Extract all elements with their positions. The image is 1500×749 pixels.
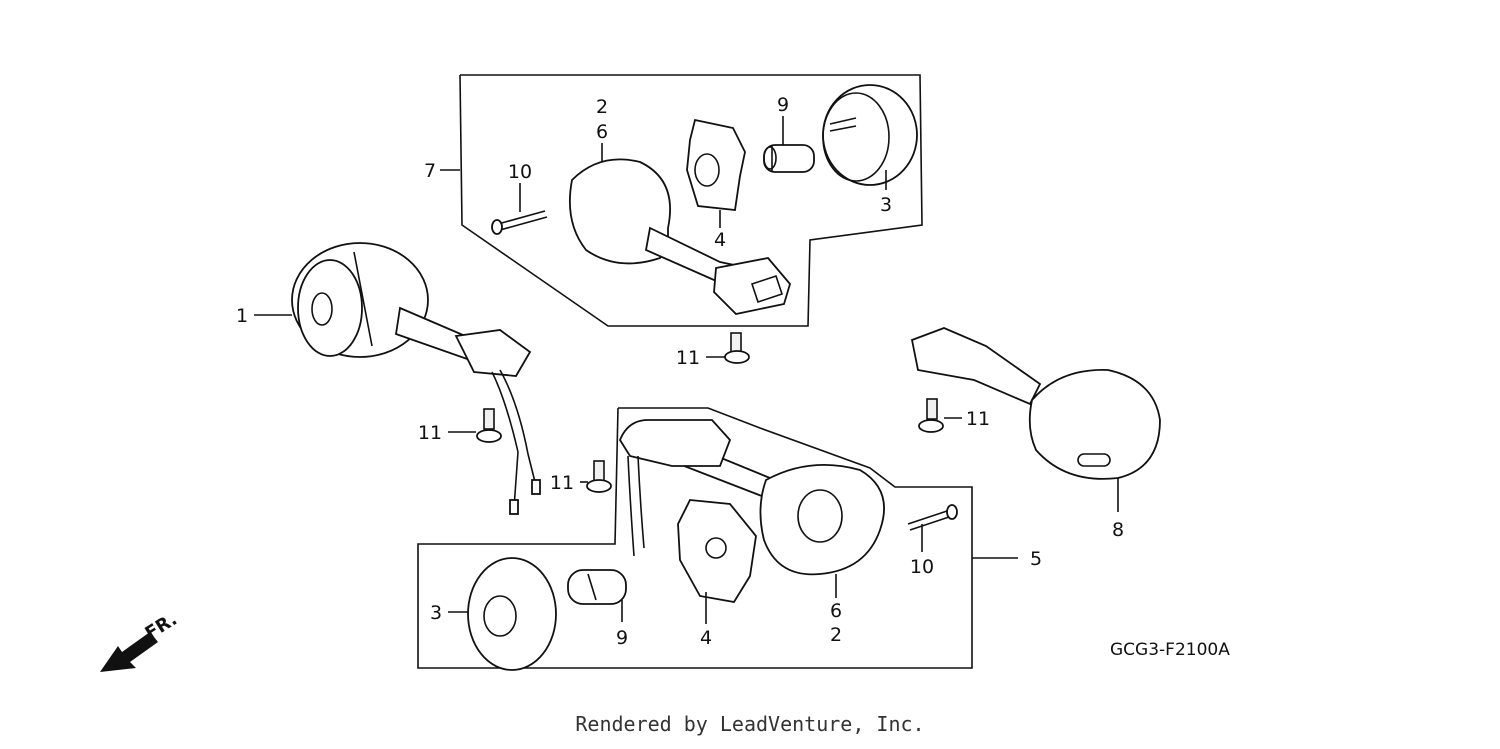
callout-8: 8 [1112, 519, 1124, 541]
diagram-code: GCG3-F2100A [1110, 640, 1230, 660]
callout-10-top: 10 [508, 161, 532, 183]
callout-11-left: 11 [418, 422, 442, 444]
callout-4-bottom: 4 [700, 627, 712, 649]
callout-2-top: 2 [596, 96, 608, 118]
bottom-turn-signal-assembly [467, 419, 958, 671]
screw-11-mid [724, 332, 750, 364]
screw-11-left [476, 408, 502, 443]
callout-6-top: 6 [596, 121, 608, 143]
arrow-down-left-icon [100, 632, 158, 672]
callout-1: 1 [236, 305, 248, 327]
callout-3-top: 3 [880, 194, 892, 216]
callout-10-bottom: 10 [910, 556, 934, 578]
callout-9-bottom: 9 [616, 627, 628, 649]
group-outline-7 [459, 74, 923, 327]
callout-3-bottom: 3 [430, 602, 442, 624]
leader-lines [254, 116, 1119, 624]
callout-11-low: 11 [550, 472, 574, 494]
left-turn-signal [291, 242, 541, 515]
callout-11-right: 11 [966, 408, 990, 430]
group-outline-5 [417, 407, 973, 669]
callout-4-top: 4 [714, 229, 726, 251]
callout-7: 7 [424, 160, 436, 182]
screw-11-low [586, 460, 612, 493]
right-turn-signal [910, 327, 1161, 480]
front-direction-indicator: FR. [100, 609, 181, 672]
callout-2-bottom: 2 [830, 624, 842, 646]
callout-9-top: 9 [777, 94, 789, 116]
callout-labels: 2 6 9 7 10 3 4 1 11 11 11 11 8 10 5 3 9 … [236, 94, 1124, 649]
callout-11-mid: 11 [676, 347, 700, 369]
screw-11-right [918, 398, 944, 433]
callout-6-bottom: 6 [830, 600, 842, 622]
callout-5: 5 [1030, 548, 1042, 570]
footer-credit: Rendered by LeadVenture, Inc. [575, 712, 925, 736]
top-turn-signal-assembly [491, 84, 918, 315]
